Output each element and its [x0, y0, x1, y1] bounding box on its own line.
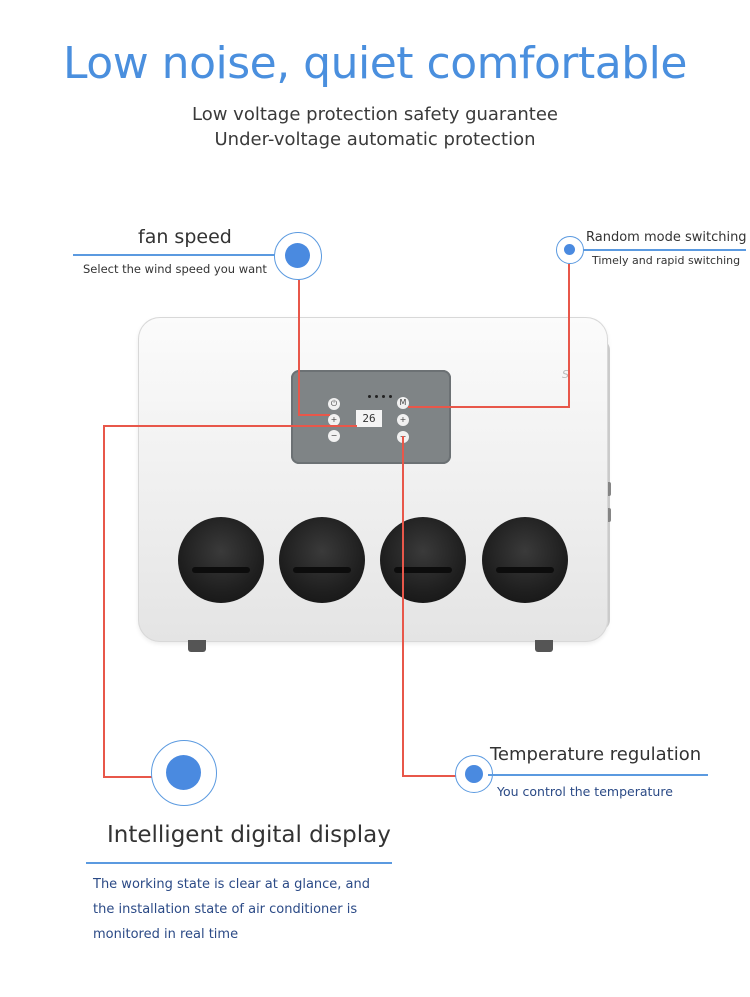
connector-display-vertical	[103, 425, 105, 778]
connector-random-mode-vertical	[568, 264, 570, 408]
fan-outlet-2	[279, 517, 365, 603]
display-dot	[151, 740, 217, 806]
fan-speed-underline	[73, 254, 278, 256]
connector-display-bottom	[103, 776, 153, 778]
headline: Low noise, quiet comfortable	[63, 38, 687, 89]
device-foot-right	[535, 640, 553, 652]
temperature-underline	[488, 774, 708, 776]
temperature-title: Temperature regulation	[490, 744, 702, 765]
connector-temperature-vertical	[402, 436, 404, 777]
random-mode-desc: Timely and rapid switching	[592, 254, 741, 267]
subtitle-line-2: Under-voltage automatic protection	[214, 129, 536, 150]
display-dot-inner	[166, 755, 201, 790]
indicator-light	[382, 395, 385, 398]
mode-button[interactable]: M	[397, 397, 409, 409]
fan-speed-title: fan speed	[138, 226, 232, 248]
random-mode-title: Random mode switching	[586, 230, 747, 245]
fan-outlet-1	[178, 517, 264, 603]
display-desc-line-1: The working state is clear at a glance, …	[93, 877, 371, 892]
indicator-light	[389, 395, 392, 398]
fan-outlet-3	[380, 517, 466, 603]
display-desc-line-3: monitored in real time	[93, 927, 239, 942]
connector-fan-speed-vertical	[298, 280, 300, 416]
connector-temperature-horizontal	[402, 775, 456, 777]
temperature-dot-inner	[465, 765, 483, 783]
connector-fan-speed-horizontal	[298, 414, 330, 416]
fan-speed-dot	[274, 232, 322, 280]
device-foot-left	[188, 640, 206, 652]
connector-random-mode-horizontal	[408, 406, 570, 408]
indicator-light	[375, 395, 378, 398]
lcd-display: 26	[356, 410, 382, 427]
fan-speed-plus-button[interactable]: +	[328, 414, 340, 426]
random-mode-dot-inner	[564, 244, 575, 255]
display-desc-line-2: the installation state of air conditione…	[93, 902, 358, 917]
fan-outlet-4	[482, 517, 568, 603]
indicator-light	[368, 395, 371, 398]
fan-speed-minus-button[interactable]: −	[328, 430, 340, 442]
random-mode-underline	[576, 249, 746, 251]
temp-plus-button[interactable]: +	[397, 414, 409, 426]
subtitle-line-1: Low voltage protection safety guarantee	[192, 104, 558, 125]
brand-mark-icon: S	[562, 368, 569, 381]
power-button[interactable]: ⏻	[328, 398, 340, 410]
temperature-desc: You control the temperature	[497, 784, 673, 799]
fan-speed-dot-inner	[285, 243, 310, 268]
display-title: Intelligent digital display	[107, 822, 391, 848]
display-underline	[86, 862, 392, 864]
random-mode-dot	[556, 236, 584, 264]
connector-display-horizontal	[103, 425, 357, 427]
fan-speed-desc: Select the wind speed you want	[83, 262, 267, 276]
